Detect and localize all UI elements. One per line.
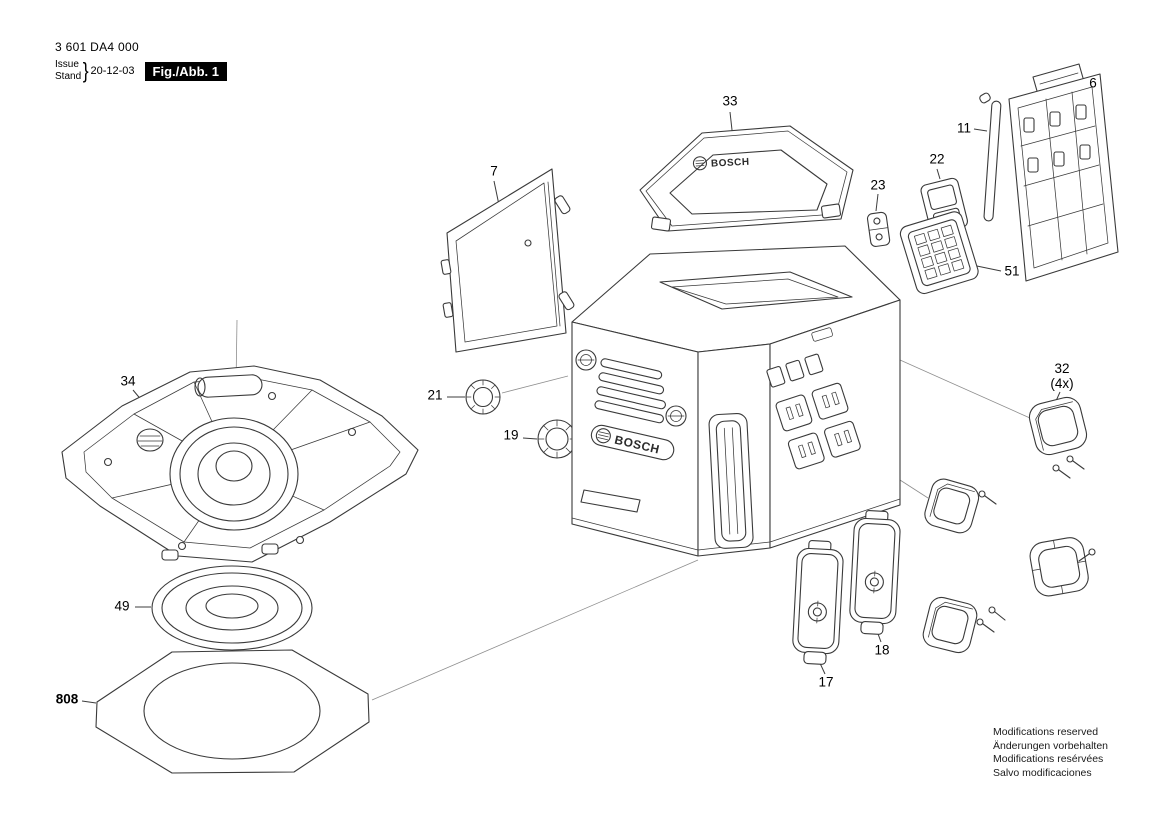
part-label-808: 808 (55, 691, 79, 707)
bosch-handle-badge: BOSCH (692, 156, 750, 171)
bosch-handle-text: BOSCH (711, 157, 750, 170)
part-label-23: 23 (870, 177, 886, 193)
carry-handle-drawing: BOSCH (639, 125, 854, 232)
corner-bumper-3-drawing (1029, 537, 1089, 597)
screw-drawing (978, 490, 997, 505)
part-label-32-quantity: (4x) (1050, 376, 1074, 391)
battery-cover-18-drawing (849, 510, 901, 635)
knob-19-drawing (537, 419, 577, 459)
screw-drawing (976, 606, 1006, 633)
modifications-line-es: Salvo modificaciones (993, 766, 1092, 779)
small-bracket-drawing (866, 211, 891, 247)
part-label-32-number: 32 (1054, 361, 1070, 377)
stand-label: Stand (55, 71, 82, 82)
knob-21-drawing (465, 379, 501, 415)
modifications-line-fr: Modifications resérvées (993, 753, 1104, 766)
front-label-tag (580, 489, 641, 513)
issue-date: 20-12-03 (90, 65, 135, 77)
corner-bumper-1-drawing (1028, 396, 1088, 456)
part-label-51: 51 (1004, 263, 1020, 279)
speaker-housing-drawing (61, 365, 419, 563)
document-number: 3 601 DA4 000 (55, 40, 139, 54)
part-label-17: 17 (818, 674, 834, 690)
speaker-ring-drawing (151, 565, 313, 651)
issue-stand-labels: Issue Stand (55, 59, 81, 83)
part-label-22: 22 (929, 151, 945, 167)
issue-stand-brace: } (82, 58, 89, 83)
modifications-line-de: Änderungen vorbehalten (993, 739, 1109, 752)
part-label-18: 18 (874, 642, 890, 658)
rear-cover-drawing (1008, 63, 1119, 282)
part-label-49: 49 (114, 598, 130, 614)
keypad-frame-drawing (899, 211, 979, 295)
part-label-11: 11 (956, 120, 972, 136)
part-label-34: 34 (120, 373, 136, 389)
figure-badge: Fig./Abb. 1 (144, 61, 227, 81)
issue-row: Issue Stand } 20-12-03 Fig./Abb. 1 (55, 58, 227, 84)
side-door-drawing (440, 168, 575, 353)
front-grille-drawing (575, 349, 687, 427)
part-label-19: 19 (503, 427, 519, 443)
corner-bumper-4-drawing (922, 596, 978, 654)
base-plate-drawing (95, 649, 370, 774)
bosch-front-badge: BOSCH (590, 424, 675, 461)
modifications-note: Modifications reserved Änderungen vorbeh… (993, 726, 1163, 781)
power-outlets-drawing (766, 353, 861, 470)
radio-body-drawing: BOSCH (571, 245, 901, 557)
modifications-line-en: Modifications reserved (993, 726, 1099, 738)
document-header: 3 601 DA4 000 Issue Stand } 20-12-03 Fig… (55, 40, 227, 84)
part-label-32: 32 (4x) (1050, 361, 1074, 392)
part-label-7: 7 (490, 163, 498, 179)
screw-drawing (1078, 548, 1096, 562)
screw-drawing (1052, 455, 1085, 479)
locking-rod-drawing (979, 92, 1002, 222)
aux-slot-door-drawing (708, 413, 754, 549)
part-label-21: 21 (427, 387, 443, 403)
battery-cover-17-drawing (792, 540, 844, 665)
issue-label: Issue (55, 59, 79, 70)
part-label-6: 6 (1089, 75, 1097, 91)
part-label-33: 33 (722, 93, 738, 109)
corner-bumper-2-drawing (924, 478, 980, 534)
